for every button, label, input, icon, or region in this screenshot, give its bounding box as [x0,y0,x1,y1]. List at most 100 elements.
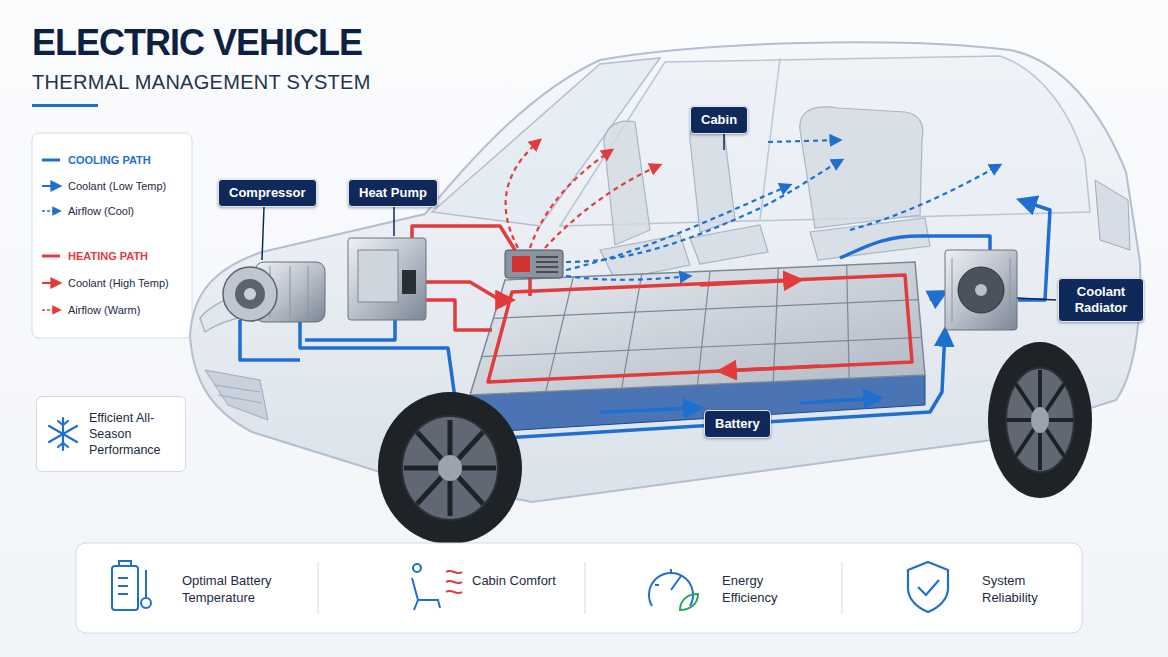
seats [604,121,650,245]
feature-label-text: Cabin Comfort [472,572,562,589]
snowflake-icon [58,421,68,425]
cool-airflow [768,140,840,142]
car-body [215,385,260,392]
heating-pipes [412,226,912,382]
seats [690,225,768,264]
feature-label-text: Optimal Battery Temperature [182,572,300,606]
callout-label: Heat Pump [348,179,438,207]
callout-label: Cabin [690,106,748,134]
feature-label: Cabin Comfort [472,572,562,589]
feature-band [76,543,1082,633]
snowflake-icon [49,426,77,442]
snowflake-icon [58,443,68,447]
heat-pump [402,270,416,294]
battery-pack [482,265,922,392]
feature-label: Energy Efficiency [722,572,812,606]
battery-pack [546,277,574,392]
radiator [952,258,1010,322]
front-wheel [378,392,522,544]
rear-wheel [1007,370,1073,470]
hvac-unit [536,261,558,263]
legend-item-text: Airflow (Warm) [68,303,140,317]
info-box-text: Efficient All-Season Performance [89,410,177,458]
compressor [244,288,256,300]
seat-icon [413,564,421,572]
car-body [190,42,1140,502]
battery-temp-icon [118,577,128,579]
legend-item: Coolant (Low Temp) [68,179,166,193]
hvac-unit [505,250,563,278]
radiator [952,258,953,322]
battery-pack [470,262,925,433]
rear-wheel [1031,407,1049,433]
front-wheel [404,420,496,516]
legend-item: Coolant (High Temp) [68,276,169,290]
car-body [205,370,268,420]
front-wheel [438,455,462,481]
legend-panel [42,282,60,284]
legend-item-text: Coolant (High Temp) [68,276,169,290]
battery-temp-icon [118,593,128,595]
cooling-pipes [240,200,1050,440]
compressor [235,279,265,309]
callout-label: Battery [704,410,771,438]
title-text: ELECTRIC VEHICLE [32,22,362,64]
gauge-icon [649,573,693,606]
heating-pipes [700,280,800,285]
radiator [975,284,987,296]
callout-label-text: Battery [715,416,760,432]
front-wheel [402,416,498,520]
legend-heading-text: HEATING PATH [68,249,148,263]
heat-pump [348,238,426,320]
info-box: Efficient All-Season Performance [36,396,186,472]
battery-temp-icon [112,566,138,610]
seats [600,107,930,280]
seats [800,107,923,228]
heating-pipes [528,278,532,296]
legend-panel [32,133,192,338]
warm-airflow [506,140,660,248]
subtitle: THERMAL MANAGEMENT SYSTEM [32,70,371,94]
leader-line [723,134,725,150]
feature-label: Optimal Battery Temperature [182,572,300,606]
battery-temp-icon [141,598,151,608]
gauge-icon [671,576,681,590]
gauge-icon [655,584,659,586]
radiator [958,267,1004,313]
gauge-icon [670,569,672,573]
legend-item-text: Airflow (Cool) [68,204,134,218]
front-wheel [417,432,483,504]
heat-pump [358,250,398,302]
feature-label-text: Energy Efficiency [722,572,812,606]
battery-pack [773,268,778,382]
seat-icon [446,581,462,583]
shield-icon [908,562,948,612]
feature-band [842,562,843,614]
callout-label: Coolant Radiator [1058,278,1144,322]
subtitle-text: THERMAL MANAGEMENT SYSTEM [32,70,371,94]
hvac-unit [536,257,558,272]
legend-item: Airflow (Warm) [68,303,140,317]
feature-band [318,562,319,614]
cool-airflow [850,165,1000,230]
warm-airflow [545,165,660,248]
front-wheel [378,392,522,544]
legend-item-text: Coolant (Low Temp) [68,179,166,193]
cool-airflow [566,185,790,270]
battery-pack [847,265,850,378]
heating-pipes [720,366,820,371]
radiator [945,250,1056,330]
gauge-icon [680,594,698,610]
radiator [945,250,1017,330]
title-underline [32,104,98,107]
legend-heading: COOLING PATH [68,153,151,167]
rear-wheel [1016,384,1064,456]
compressor [223,207,325,322]
seat-icon [412,564,462,610]
callout-label-text: Heat Pump [359,185,427,201]
battery-temp-icon [118,585,128,587]
battery-pack [622,274,642,388]
legend-heading-text: COOLING PATH [68,153,151,167]
legend-panel [42,309,60,311]
